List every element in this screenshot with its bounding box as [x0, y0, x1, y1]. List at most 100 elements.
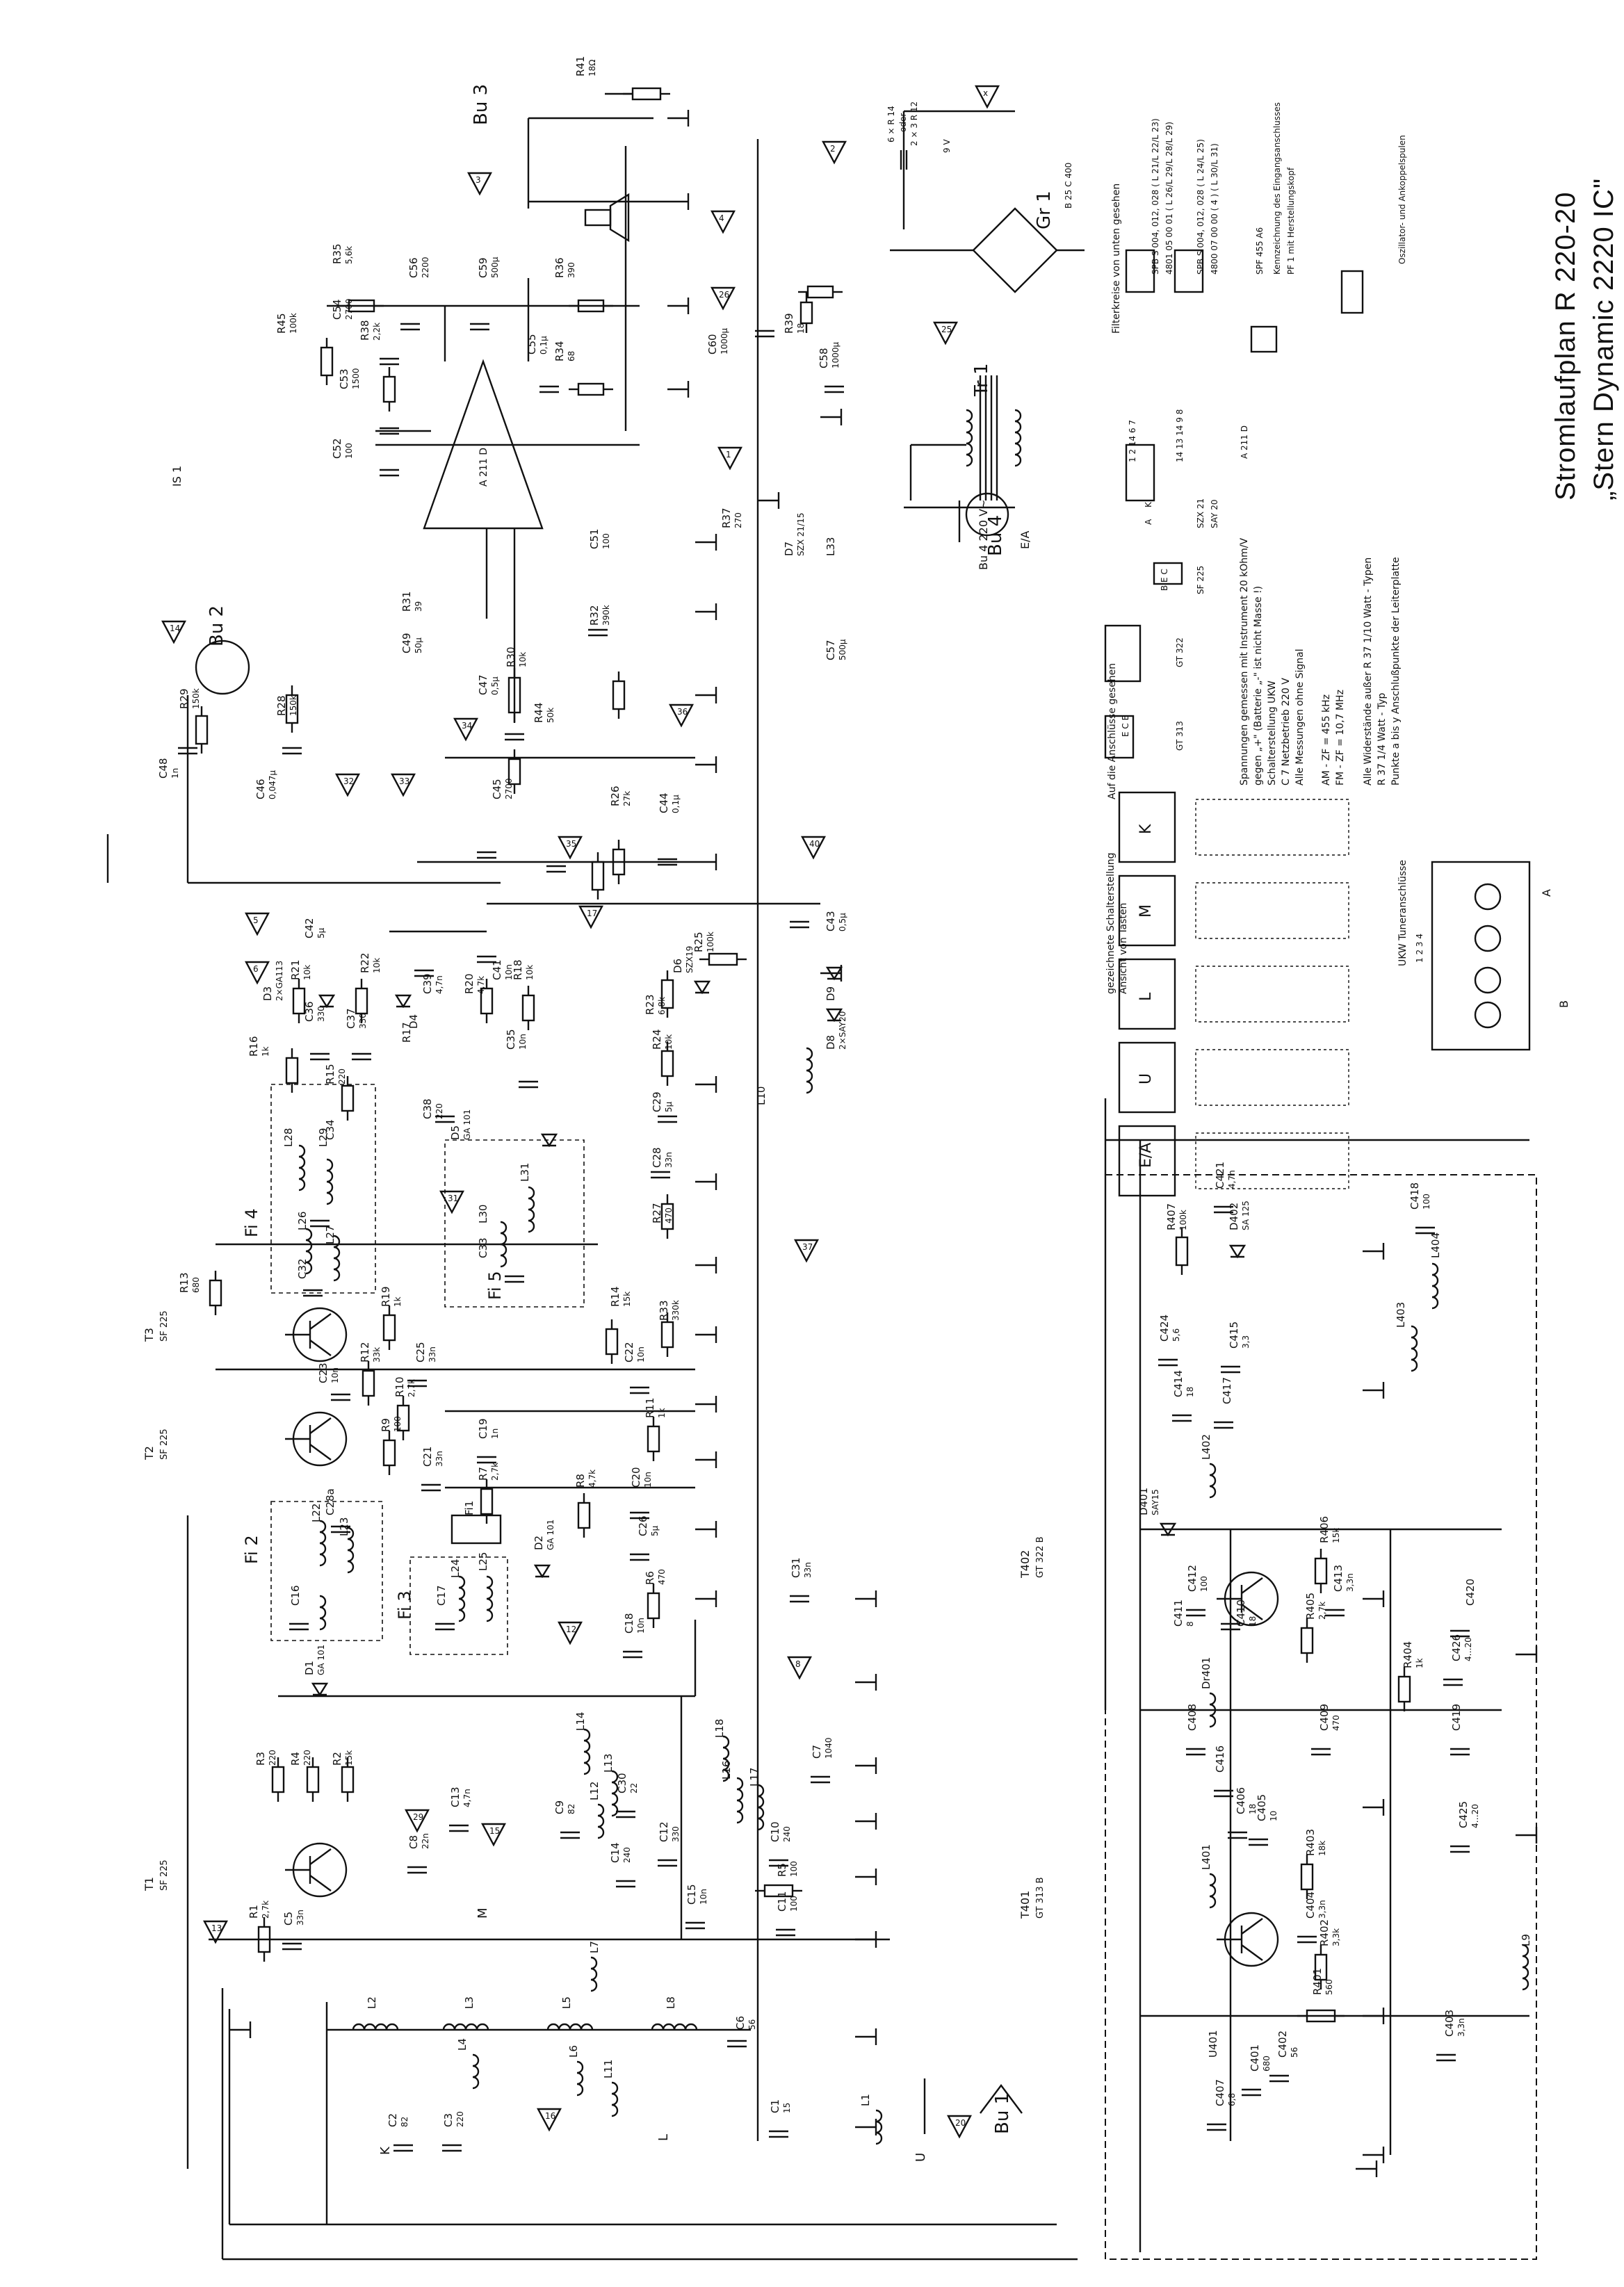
- filter-pinout-2: [1174, 249, 1204, 293]
- test-point-29: 29: [405, 1809, 430, 1833]
- test-point-33: 33: [391, 773, 416, 797]
- capacitor-c55: [539, 385, 559, 393]
- diode-d401: [1159, 1522, 1177, 1537]
- coil-l402: [1209, 1463, 1217, 1499]
- ref-r3: R3: [254, 1752, 267, 1766]
- value-c6: 56: [747, 2019, 757, 2030]
- ref-c43: C43: [825, 911, 837, 931]
- svg-text:35: 35: [566, 839, 576, 849]
- value-r10: 2,7k: [407, 1379, 416, 1397]
- ic-pinout: [1125, 443, 1155, 502]
- diode-d3: [318, 994, 336, 1009]
- capacitor-c41: [477, 955, 496, 963]
- value-c412: 100: [1199, 1576, 1209, 1592]
- capacitor-c25: [407, 1379, 427, 1387]
- value-c1: 15: [782, 2103, 792, 2113]
- capacitor-c1: [769, 2130, 788, 2138]
- ref-t3: T3: [143, 1328, 156, 1342]
- ref-t1: T1: [143, 1877, 156, 1891]
- capacitor-c35: [519, 1080, 538, 1089]
- value-r45: 100k: [289, 313, 298, 334]
- resistor-r11: [647, 1425, 660, 1453]
- ref-r22: R22: [359, 952, 371, 973]
- legend-tuner-pins: 1 2 3 4: [1415, 934, 1424, 963]
- value-r4: 220: [302, 1750, 312, 1766]
- transistor-t1: [285, 1842, 348, 1898]
- ref-l402: L402: [1200, 1434, 1212, 1460]
- value-c10: 240: [782, 1826, 792, 1842]
- band-label-k: K: [378, 2146, 393, 2155]
- legend-diode-a: A: [1144, 519, 1153, 525]
- legend-ic-type: A 211 D: [1240, 425, 1249, 459]
- svg-text:8: 8: [795, 1659, 801, 1669]
- coil-pinout: [1340, 270, 1364, 314]
- filter-fi5-outline: [444, 1139, 585, 1308]
- value-c20: 10n: [643, 1472, 653, 1488]
- ref-c19: C19: [477, 1418, 489, 1439]
- transistor-t2: [285, 1411, 348, 1467]
- ref-r12: R12: [359, 1342, 371, 1362]
- ref-l17: L17: [748, 1768, 761, 1787]
- coil-l2: [352, 2023, 399, 2030]
- capacitor-c54: [380, 357, 399, 366]
- value-c60: 1000µ: [720, 327, 729, 355]
- legend-diode-k: K: [1144, 502, 1153, 507]
- value-c56: 2200: [421, 257, 430, 278]
- capacitor-c5: [282, 1942, 302, 1951]
- value-r407: 100k: [1178, 1210, 1188, 1230]
- ref-l1: L1: [859, 2094, 872, 2106]
- ref-c424: C424: [1158, 1315, 1171, 1342]
- ref-d7: D7: [783, 542, 795, 556]
- ref-l29: L29: [317, 1128, 330, 1147]
- switch-key-m-label: M: [1137, 904, 1155, 918]
- test-point-6: 6: [245, 961, 270, 985]
- ref-c407: C407: [1214, 2079, 1226, 2106]
- legend-ic-pins-top: 1 2 14 6 7: [1128, 419, 1137, 462]
- resistor-r406: [1314, 1557, 1328, 1585]
- value-c31: 33n: [803, 1562, 813, 1578]
- diode-d402: [1228, 1244, 1247, 1259]
- capacitor-c22: [630, 1386, 649, 1394]
- svg-text:31: 31: [448, 1194, 458, 1203]
- ref-c56: C56: [407, 257, 420, 278]
- value-r406: 15k: [1331, 1528, 1341, 1543]
- ref-l401: L401: [1200, 1844, 1212, 1870]
- ref-c408: C408: [1186, 1704, 1199, 1731]
- ref-c18: C18: [623, 1613, 635, 1634]
- value-r403: 18k: [1317, 1841, 1327, 1856]
- value-r23: 6,8k: [657, 997, 667, 1015]
- ref-r402: R402: [1318, 1919, 1331, 1946]
- coil-l28: [298, 1144, 306, 1191]
- filter-fi3: Fi 3: [395, 1590, 414, 1620]
- ref-c406: C406: [1235, 1787, 1247, 1814]
- test-point-5: 5: [245, 912, 270, 936]
- ref-d8: D8: [825, 1035, 837, 1050]
- capacitor-c26: [630, 1553, 649, 1561]
- legend-if-am: AM - ZF = 455 kHz: [1321, 694, 1332, 786]
- svg-text:32: 32: [343, 776, 354, 786]
- resistor-r31: [508, 676, 521, 714]
- ref-c39: C39: [421, 973, 434, 994]
- ref-c416: C416: [1214, 1745, 1226, 1773]
- svg-text:12: 12: [566, 1625, 576, 1634]
- value-c15: 10n: [699, 1889, 708, 1905]
- svg-text:2: 2: [830, 144, 836, 154]
- supply-batteries-alt: 2 × 3 R 12: [909, 101, 919, 146]
- ref-r18: R18: [512, 959, 524, 980]
- capacitor-c413: [1325, 1609, 1345, 1617]
- resistor-r100: [806, 285, 834, 299]
- capacitor-c59: [470, 323, 489, 331]
- ref-c44: C44: [658, 792, 670, 813]
- value-r13: 680: [191, 1277, 201, 1293]
- capacitor-c419: [1450, 1748, 1470, 1756]
- ref-c33: C33: [477, 1237, 489, 1258]
- resistor-r13: [209, 1279, 222, 1307]
- value-c47: 0,5µ: [490, 676, 500, 695]
- ground-symbol-8: [695, 603, 717, 620]
- switch-key-m: [1118, 874, 1176, 947]
- resistor-r19: [382, 1314, 396, 1342]
- capacitor-c52: [380, 469, 399, 477]
- resistor-r5: [763, 1884, 794, 1898]
- value-r7: 2,7k: [490, 1463, 500, 1481]
